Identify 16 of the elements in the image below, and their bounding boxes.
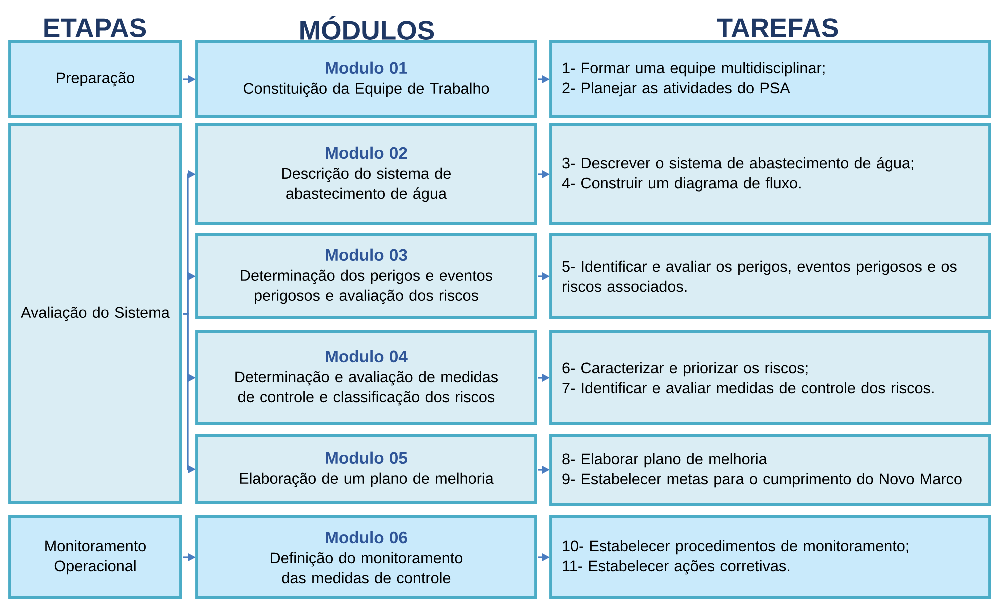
task-box: 10- Estabelecer procedimentos de monitoramento; 11- Estabelecer ações corretivas.: [550, 516, 992, 600]
module-box: Modulo 04 Determinação e avaliação de medidas de controle e classificação dos riscos: [196, 330, 538, 426]
task-box: 6- Caracterizar e priorizar os riscos; 7- Identificar e avaliar medidas de controle dos riscos.: [550, 330, 992, 426]
column-heading: ETAPAS: [44, 18, 146, 38]
task-box: 1- Formar uma equipe multidisciplinar; 2- Planejar as atividades do PSA: [550, 40, 992, 118]
module-box: Modulo 05 Elaboração de um plano de melhoria: [196, 434, 538, 504]
stage-box: Preparação: [8, 40, 182, 118]
module-box: Modulo 06 Definição do monitoramento das medidas de controle: [196, 516, 538, 600]
task-box: 3- Descrever o sistema de abastecimento de água; 4- Construir um diagrama de fluxo.: [550, 124, 992, 226]
module-box: Modulo 01 Constituição da Equipe de Trabalho: [196, 40, 538, 118]
stage-box: Avaliação do Sistema: [8, 124, 182, 504]
task-box: 8- Elaborar plano de melhoria 9- Estabelecer metas para o cumprimento do Novo Marco: [550, 434, 992, 506]
task-box: 5- Identificar e avaliar os perigos, eventos perigosos e os riscos associados.: [550, 234, 992, 320]
module-box: Modulo 03 Determinação dos perigos e eventos perigosos e avaliação dos riscos: [196, 234, 538, 320]
stage-box: Monitoramento Operacional: [8, 516, 182, 600]
module-box: Modulo 02 Descrição do sistema de abastecimento de água: [196, 124, 538, 226]
